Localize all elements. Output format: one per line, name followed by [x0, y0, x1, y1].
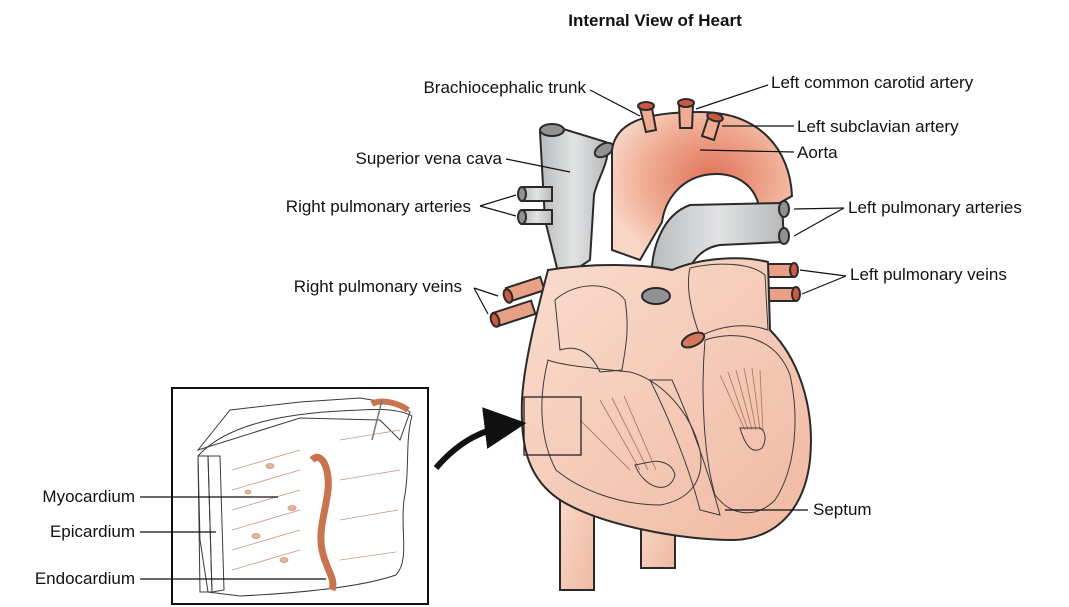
svg-text:Brachiocephalic trunk: Brachiocephalic trunk: [423, 78, 586, 97]
svg-text:Superior vena cava: Superior vena cava: [356, 149, 503, 168]
label-right-pulmonary-arteries: Right pulmonary arteries: [286, 195, 516, 216]
label-right-pulmonary-veins: Right pulmonary veins: [294, 277, 498, 314]
label-left-pulmonary-arteries: Left pulmonary arteries: [794, 198, 1022, 236]
svg-text:Epicardium: Epicardium: [50, 522, 135, 541]
svg-text:Left subclavian artery: Left subclavian artery: [797, 117, 959, 136]
svg-text:Left pulmonary arteries: Left pulmonary arteries: [848, 198, 1022, 217]
svg-text:Endocardium: Endocardium: [35, 569, 135, 588]
label-left-common-carotid-artery: Left common carotid artery: [696, 73, 974, 109]
heart-wall-inset: [172, 388, 428, 604]
label-brachiocephalic-trunk: Brachiocephalic trunk: [423, 78, 640, 116]
pulmonary-valve: [642, 288, 670, 304]
callout-arrow: [436, 424, 518, 468]
label-left-pulmonary-veins: Left pulmonary veins: [800, 265, 1007, 294]
label-superior-vena-cava: Superior vena cava: [356, 149, 570, 172]
svg-text:Septum: Septum: [813, 500, 872, 519]
diagram-title: Internal View of Heart: [568, 11, 742, 30]
svg-text:Right pulmonary arteries: Right pulmonary arteries: [286, 197, 471, 216]
svg-text:Left common carotid artery: Left common carotid artery: [771, 73, 974, 92]
svg-text:Aorta: Aorta: [797, 143, 838, 162]
svg-text:Myocardium: Myocardium: [42, 487, 135, 506]
heart-illustration: [489, 99, 811, 590]
svg-text:Right pulmonary veins: Right pulmonary veins: [294, 277, 462, 296]
svg-text:Left pulmonary veins: Left pulmonary veins: [850, 265, 1007, 284]
